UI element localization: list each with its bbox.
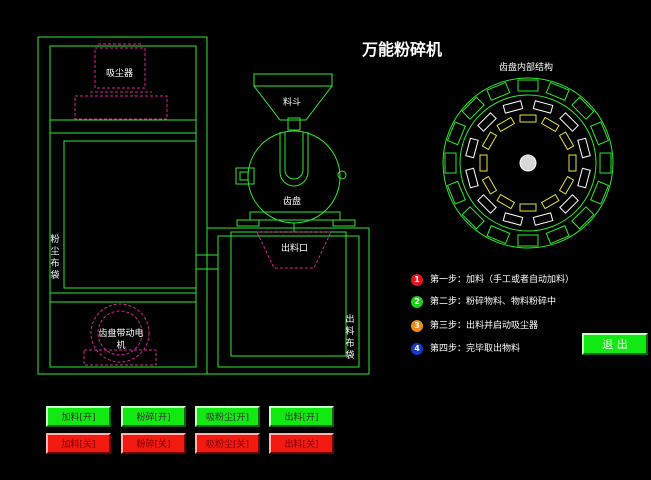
- outlet-label: 出料口: [281, 244, 309, 254]
- disc-outer-blade: [559, 194, 579, 214]
- disc-outer-tooth: [571, 96, 595, 120]
- dust-collector-label: 吸尘器: [106, 69, 134, 79]
- disc-inner-blade: [540, 193, 560, 210]
- step-number-badge: 4: [411, 343, 423, 355]
- exit-button[interactable]: 退 出: [582, 333, 648, 355]
- disc-outer-tooth: [517, 234, 539, 247]
- gear-disc-label: 齿盘: [283, 197, 302, 207]
- page-title: 万能粉碎机: [362, 40, 443, 59]
- disc-outer-tooth: [590, 180, 610, 205]
- disc-outer-tooth: [461, 96, 485, 120]
- dust-bag-label: 粉尘布袋: [50, 235, 60, 281]
- stop-button[interactable]: 出料[关]: [269, 433, 334, 454]
- start-button[interactable]: 粉碎[开]: [121, 406, 186, 427]
- disc-outer-tooth: [446, 121, 466, 146]
- disc-outer-tooth: [571, 206, 595, 230]
- stop-button[interactable]: 粉碎[关]: [121, 433, 186, 454]
- disc-inner-blade: [519, 203, 537, 212]
- grinder-body: [247, 130, 341, 224]
- hopper-label: 料斗: [283, 98, 302, 108]
- disc-outer-tooth: [590, 121, 610, 146]
- disc-inner-blade: [558, 175, 575, 195]
- step-number-badge: 2: [411, 296, 423, 308]
- step-number-badge: 1: [411, 274, 423, 286]
- disc-outer-tooth: [486, 225, 511, 245]
- disc-outer-blade: [502, 212, 524, 226]
- disc-inner-blade: [496, 193, 516, 210]
- start-button[interactable]: 加料[开]: [46, 406, 111, 427]
- hopper-top: [253, 73, 333, 87]
- disc-outer-tooth: [444, 152, 457, 174]
- disc-outer-blade: [465, 137, 479, 159]
- disc-inner-blade: [479, 154, 488, 172]
- output-box-frame: [206, 227, 370, 375]
- dust-bag-chamber: [63, 140, 197, 289]
- disc-inner-blade: [568, 154, 577, 172]
- stop-button[interactable]: 加料[关]: [46, 433, 111, 454]
- disc-inner-blade: [540, 116, 560, 133]
- disc-outer-blade: [465, 167, 479, 189]
- hopper-body: [252, 85, 334, 121]
- disc-outer-tooth: [461, 206, 485, 230]
- dust-collector-box: [94, 47, 146, 89]
- disc-inner-blade: [481, 175, 498, 195]
- disc-outer-tooth: [545, 225, 570, 245]
- outlet-funnel: [256, 231, 332, 269]
- stop-button[interactable]: 吸粉尘[关]: [195, 433, 260, 454]
- disc-inner-blade: [496, 116, 516, 133]
- disc-outer-blade: [532, 212, 554, 226]
- motor-outline: [90, 303, 150, 363]
- output-bag-label: 出料布袋: [345, 315, 355, 361]
- step-text: 第四步：完毕取出物料: [430, 344, 521, 354]
- disc-outer-blade: [502, 100, 524, 114]
- cabinet-frame: [37, 36, 208, 375]
- step-text: 第二步：粉碎物料、物料粉碎中: [430, 297, 557, 307]
- disc-outer-tooth: [446, 180, 466, 205]
- disc-outer-blade: [477, 112, 497, 132]
- gear-disc-diagram: [442, 77, 614, 249]
- disc-center-hub: [519, 154, 537, 172]
- disc-outer-blade: [577, 167, 591, 189]
- disc-inner-blade: [481, 131, 498, 151]
- start-button[interactable]: 吸粉尘[开]: [195, 406, 260, 427]
- disc-inner-blade: [558, 131, 575, 151]
- disc-outer-tooth: [486, 81, 511, 101]
- disc-outer-blade: [559, 112, 579, 132]
- disc-inner-blade: [519, 114, 537, 123]
- disc-outer-tooth: [599, 152, 612, 174]
- disc-outer-tooth: [517, 79, 539, 92]
- disc-outer-blade: [577, 137, 591, 159]
- step-text: 第一步：加料（手工或者自动加料）: [430, 275, 575, 285]
- disc-structure-label: 齿盘内部结构: [499, 63, 554, 73]
- step-number-badge: 3: [411, 320, 423, 332]
- step-text: 第三步：出料并启动吸尘器: [430, 321, 539, 331]
- disc-outer-blade: [532, 100, 554, 114]
- motor-label: 齿盘带动电机: [98, 329, 144, 351]
- disc-outer-tooth: [545, 81, 570, 101]
- disc-outer-blade: [477, 194, 497, 214]
- start-button[interactable]: 出料[开]: [269, 406, 334, 427]
